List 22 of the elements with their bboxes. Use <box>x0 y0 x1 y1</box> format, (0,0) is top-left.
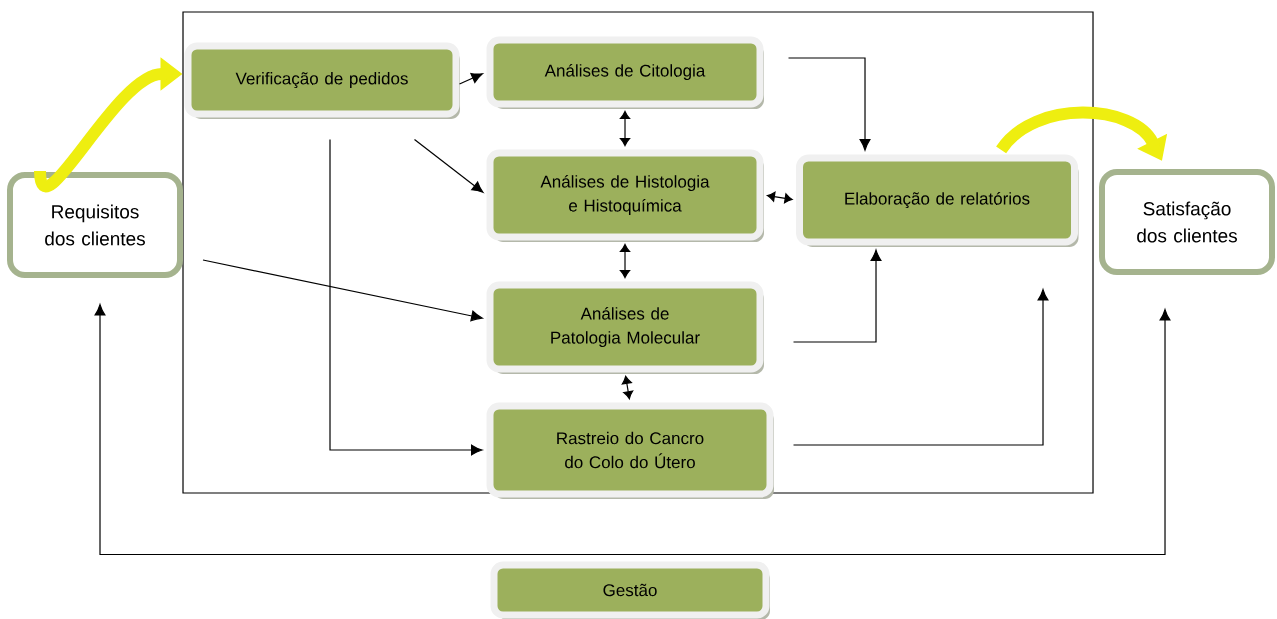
arrow <box>787 57 871 151</box>
arrow <box>329 138 483 456</box>
arrow <box>766 191 793 204</box>
process-box: Rastreio do Cancro do Colo do Útero <box>486 402 774 499</box>
arrow <box>792 249 882 343</box>
arrow <box>94 303 601 556</box>
arrow <box>619 110 631 147</box>
arrow <box>413 138 484 193</box>
arrow <box>458 73 483 85</box>
arrow <box>792 288 1049 446</box>
process-box: Análises de Histologia e Histoquímica <box>486 149 764 242</box>
rounded-box: Requisitos dos clientes <box>7 172 183 278</box>
process-box: Análises de Patologia Molecular <box>486 281 764 374</box>
process-box: Elaboração de relatórios <box>796 154 1079 247</box>
process-box: Análises de Citologia <box>486 36 764 109</box>
arrow <box>621 375 634 400</box>
process-box: Verificação de pedidos <box>184 42 460 119</box>
rounded-box: Satisfação dos clientes <box>1099 169 1275 275</box>
arrow <box>202 259 483 322</box>
arrow <box>619 243 631 279</box>
arrow <box>599 308 1171 556</box>
process-box: Gestão <box>490 561 770 619</box>
